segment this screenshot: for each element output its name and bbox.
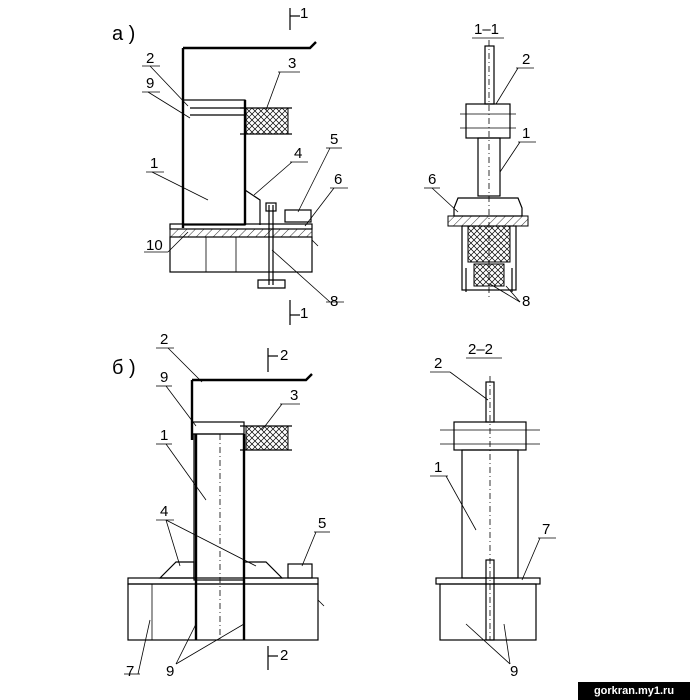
- callout-6-s1: 6: [428, 171, 436, 188]
- section-1-1-title: 1–1: [474, 21, 499, 38]
- callout-9-a: 9: [146, 75, 154, 92]
- callout-8-a: 8: [330, 293, 338, 310]
- cut-1-top: 1: [300, 5, 308, 22]
- callout-1-a: 1: [150, 155, 158, 172]
- cut-1-bottom: 1: [300, 305, 308, 322]
- view-a: а ) 1 1: [112, 5, 348, 325]
- section-2-2-title: 2–2: [468, 341, 493, 358]
- callout-2-s2: 2: [434, 355, 442, 372]
- callout-7-s2: 7: [542, 521, 550, 538]
- callout-1-s2: 1: [434, 459, 442, 476]
- callout-5-a: 5: [330, 131, 338, 148]
- callout-3-b: 3: [290, 387, 298, 404]
- view-b: б ) 2 2 2 9 3 1: [112, 331, 330, 680]
- view-a-label: а ): [112, 23, 135, 45]
- view-b-label: б ): [112, 357, 136, 379]
- callout-8-s1: 8: [522, 293, 530, 310]
- callout-2-s1: 2: [522, 51, 530, 68]
- callout-2-b: 2: [160, 331, 168, 348]
- cut-2-bottom: 2: [280, 647, 288, 664]
- callout-3-a: 3: [288, 55, 296, 72]
- callout-9-b: 9: [160, 369, 168, 386]
- section-1-1: 1–1 2 1 6 8: [424, 21, 536, 310]
- callout-4-b: 4: [160, 503, 168, 520]
- section-2-2: 2–2 2 1 7 9: [430, 341, 556, 680]
- callout-9-b2: 9: [166, 663, 174, 680]
- callout-1-b: 1: [160, 427, 168, 444]
- callout-7-b: 7: [126, 663, 134, 680]
- cut-2-top: 2: [280, 347, 288, 364]
- watermark: gorkran.my1.ru: [578, 682, 690, 700]
- callout-2-a: 2: [146, 50, 154, 67]
- callout-9-s2: 9: [510, 663, 518, 680]
- callout-4-a: 4: [294, 145, 302, 162]
- callout-5-b: 5: [318, 515, 326, 532]
- callout-10-a: 10: [146, 237, 163, 254]
- callout-6-a: 6: [334, 171, 342, 188]
- callout-1-s1: 1: [522, 125, 530, 142]
